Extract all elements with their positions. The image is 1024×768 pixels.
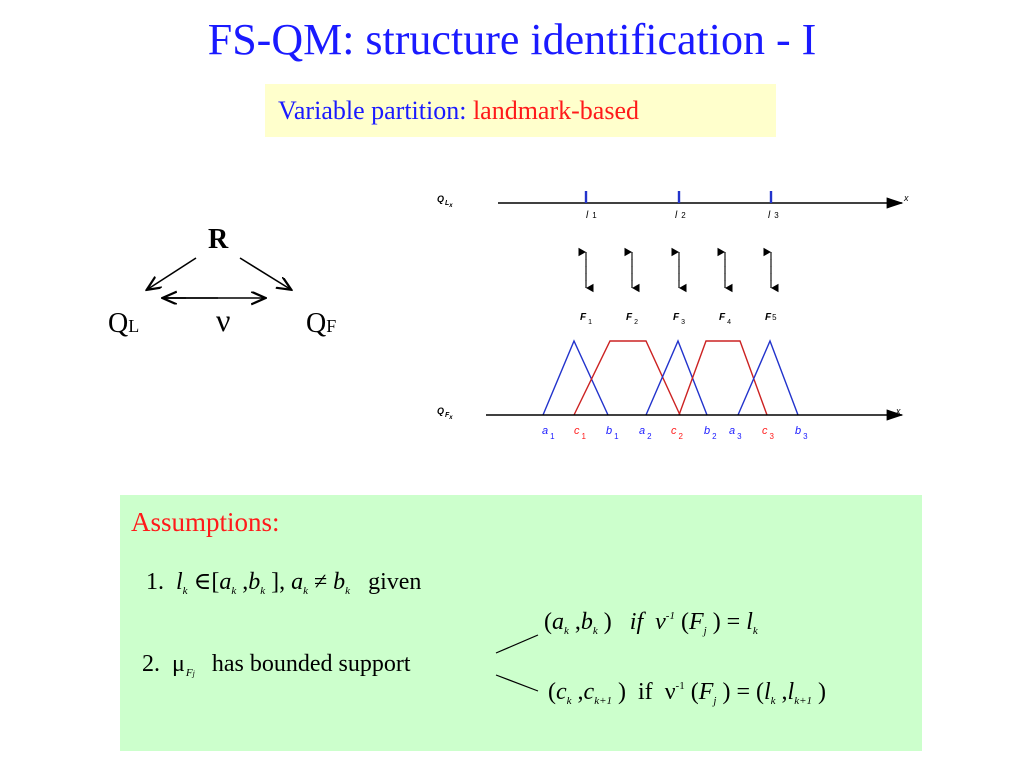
assumption-1: 1. lk ∈[ak ,bk ], ak ≠ bk given — [146, 569, 422, 597]
subtitle-highlight: landmark-based — [472, 96, 639, 125]
qf-axis-label: QFx — [437, 406, 453, 421]
nu-label: ν — [216, 302, 231, 338]
case-connectors — [495, 634, 539, 692]
mapping-arrows — [578, 247, 779, 293]
case-2: (ck ,ck+1 ) if ν-1 (Fj ) = (lk ,lk+1 ) — [548, 679, 827, 707]
ql-axis-label: QLx — [437, 194, 453, 209]
assumptions-box: Assumptions: 1. lk ∈[ak ,bk ], ak ≠ bk g… — [120, 495, 922, 751]
assumption-2: 2. μFj has bounded support — [142, 651, 411, 679]
ql-label: QL — [108, 308, 140, 339]
landmark-axis-var: x — [903, 193, 909, 203]
relation-triangle: R QL ν QF — [100, 220, 360, 360]
landmark-ticks — [584, 191, 773, 203]
fuzzy-axis-var: x — [895, 406, 901, 416]
r-label: R — [208, 224, 229, 255]
case-1: (ak ,bk ) if ν-1 (Fj ) = lk — [544, 609, 758, 637]
subtitle-box: Variable partition: landmark-based — [265, 84, 776, 137]
membership-f1 — [542, 339, 609, 416]
membership-f5 — [737, 339, 799, 416]
set-label-5: F5 — [765, 312, 777, 323]
membership-f3 — [645, 339, 708, 416]
qf-label: QF — [306, 308, 337, 339]
assumptions-heading: Assumptions: — [131, 507, 280, 537]
triangle-arrows — [100, 257, 360, 360]
membership-f2 — [573, 340, 681, 416]
subtitle-prefix: Variable partition: — [278, 96, 473, 125]
page-title: FS-QM: structure identification - I — [207, 15, 817, 64]
